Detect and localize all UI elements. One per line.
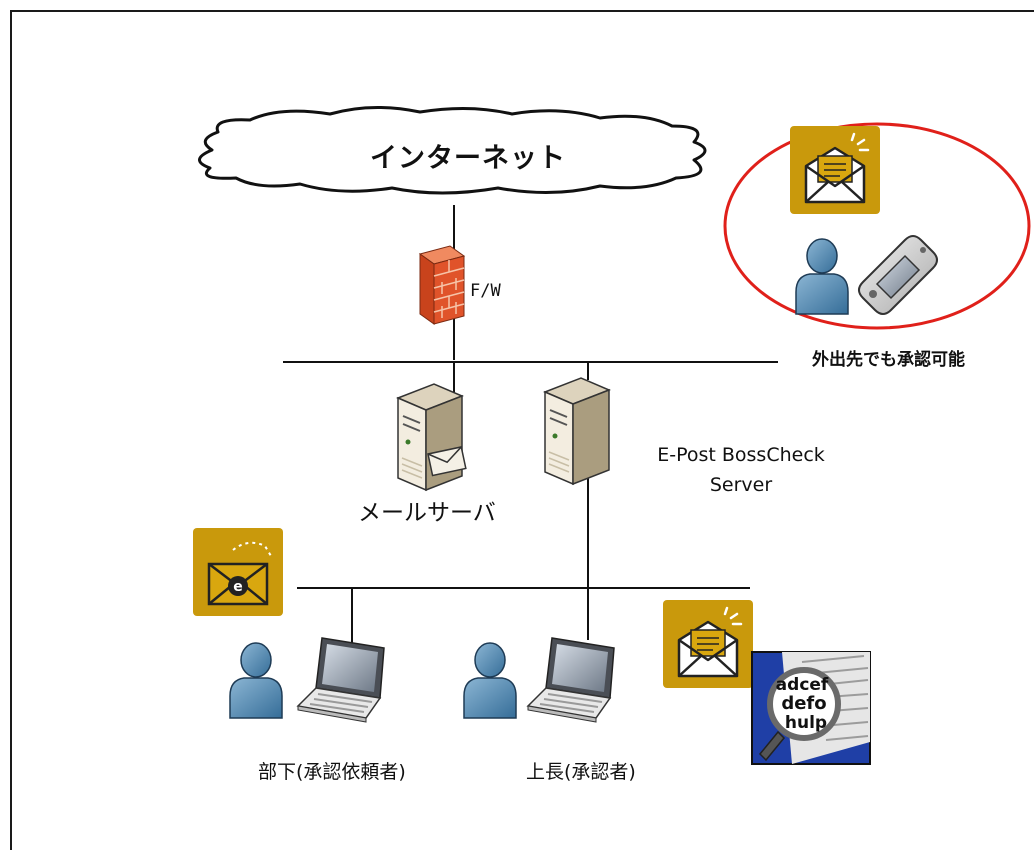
mobile-open-envelope-icon [788, 124, 882, 216]
magnifier-text-middle: defo [781, 693, 826, 714]
mail-server-label: メールサーバ [358, 500, 496, 526]
bosscheck-server-label-line1: E-Post BossCheck [657, 444, 825, 466]
internet-cloud [198, 106, 707, 195]
boss-laptop-icon [527, 637, 615, 723]
small-envelope-icon [427, 446, 467, 477]
handheld-device-icon [858, 235, 938, 315]
bosscheck-server-label-line2: Server [709, 474, 773, 496]
bosscheck-server-label: E-Post BossCheck Server [626, 440, 856, 500]
mobile-user-icon [795, 238, 849, 315]
firewall-label: F/W [470, 281, 501, 301]
boss-label: 上長(承認者) [526, 761, 636, 783]
magnifier-text-top: adcef [776, 675, 829, 695]
network-lines [283, 205, 778, 650]
boss-user-icon [463, 642, 517, 719]
mail-server-icon [397, 383, 467, 491]
e-mail-icon: e [193, 528, 283, 616]
boss-open-envelope-icon [661, 598, 755, 690]
subordinate-label: 部下(承認依頼者) [258, 761, 406, 783]
subordinate-user-icon [229, 642, 283, 719]
subordinate-laptop-icon [297, 637, 385, 723]
bosscheck-server-icon [544, 377, 610, 485]
firewall-icon [418, 245, 466, 325]
svg-text:e: e [233, 579, 243, 595]
magnifier-text-bottom: hulp [785, 713, 827, 733]
internet-label: インターネット [370, 143, 566, 174]
mobile-approval-label: 外出先でも承認可能 [812, 350, 965, 370]
magnifier-icon: adcef defo hulp [751, 651, 871, 765]
diagram-frame [10, 10, 1034, 850]
mobile-highlight-circle [723, 122, 1031, 330]
